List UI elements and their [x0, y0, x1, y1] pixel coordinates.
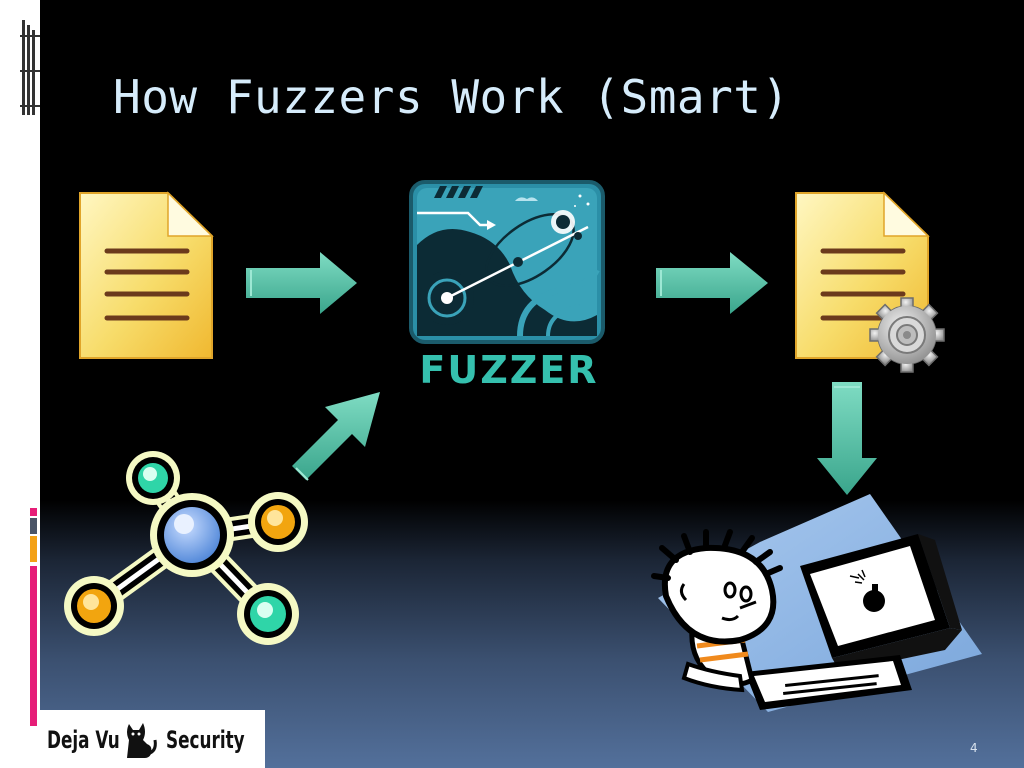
logo-text-right: Security [166, 726, 245, 754]
deja-vu-security-logo: Deja Vu Security [40, 710, 265, 768]
logo-text-left: Deja Vu [47, 726, 120, 754]
fuzzer-label: FUZZER [419, 348, 599, 392]
gear-icon [869, 297, 945, 373]
arrow-down-icon [817, 382, 877, 495]
arrow-diagonal-icon [292, 392, 380, 481]
accent-bar-pink [30, 566, 37, 726]
accent-bar-slate [30, 518, 37, 534]
person-at-computer-icon [651, 494, 982, 712]
accent-bar-orange [30, 536, 37, 562]
slide-title: How Fuzzers Work (Smart) [113, 70, 790, 124]
page-number: 4 [970, 741, 978, 755]
cat-icon [127, 723, 157, 758]
window-grid-icon [20, 20, 40, 120]
arrow-right-icon [656, 252, 768, 314]
fuzzer-logo-icon [409, 180, 605, 344]
document-icon [79, 191, 214, 359]
accent-bar-pink-small [30, 508, 37, 516]
arrow-right-icon [246, 252, 357, 314]
network-molecule-icon [64, 451, 308, 645]
